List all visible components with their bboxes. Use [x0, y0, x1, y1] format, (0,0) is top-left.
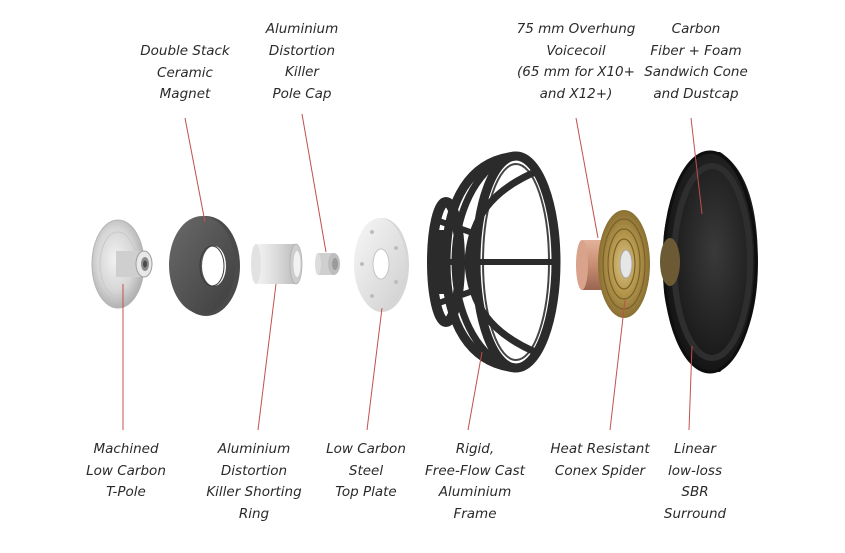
- leader-line-cone: [690, 117, 703, 215]
- label-top-plate-line-1: Low Carbon: [326, 441, 406, 457]
- label-spider-line-2: Conex Spider: [554, 462, 646, 479]
- label-top-plate-line-3: Top Plate: [335, 484, 397, 500]
- label-frame: Rigid, Free-Flow Cast Aluminium Frame: [425, 439, 525, 525]
- label-cone-line-1: Carbon: [671, 21, 721, 37]
- label-surround-line-4: Surround: [663, 505, 727, 522]
- label-pole-cap: Aluminium Distortion Killer Pole Cap: [266, 19, 338, 105]
- label-voicecoil: 75 mm Overhung Voicecoil (65 mm for X10+…: [517, 19, 636, 105]
- label-cone-line-4: and Dustcap: [653, 85, 739, 102]
- label-frame-line-4: Frame: [453, 505, 497, 522]
- label-cone-line-3: Sandwich Cone: [644, 64, 748, 80]
- label-surround-line-3: SBR: [681, 484, 709, 500]
- label-pole-cap-line-3: Killer: [285, 64, 319, 80]
- label-cone-line-2: Fiber + Foam: [650, 42, 742, 59]
- label-t-pole-line-2: Low Carbon: [86, 462, 166, 479]
- label-magnet-line-1: Double Stack: [140, 43, 230, 59]
- leader-line-surround: [688, 345, 693, 431]
- cone-part: [660, 150, 758, 374]
- label-voicecoil-line-2: Voicecoil: [546, 42, 606, 59]
- label-shorting-ring-line-2: Distortion: [220, 462, 288, 479]
- label-voicecoil-line-1: 75 mm Overhung: [516, 21, 636, 37]
- basket-frame-part: [427, 151, 561, 373]
- label-frame-line-1: Rigid,: [455, 441, 495, 457]
- label-pole-cap-line-4: Pole Cap: [272, 85, 332, 102]
- label-shorting-ring-line-4: Ring: [238, 505, 270, 522]
- label-t-pole-line-1: Machined: [93, 441, 159, 457]
- label-frame-line-2: Free-Flow Cast: [425, 462, 525, 479]
- label-top-plate: Low Carbon Steel Top Plate: [326, 439, 406, 504]
- top-plate-part: [354, 218, 409, 312]
- label-cone: Carbon Fiber + Foam Sandwich Cone and Du…: [644, 19, 748, 105]
- label-surround-line-2: low-loss: [667, 462, 722, 479]
- label-voicecoil-line-3: (65 mm for X10+: [517, 64, 635, 80]
- leader-line-shorting-ring: [257, 283, 277, 431]
- shorting-ring-part: [251, 243, 303, 285]
- label-magnet: Double Stack Ceramic Magnet: [140, 41, 230, 106]
- label-magnet-line-3: Magnet: [159, 86, 211, 102]
- leader-line-top-plate: [366, 307, 383, 431]
- label-t-pole: Machined Low Carbon T-Pole: [86, 439, 166, 504]
- t-pole-part: [91, 219, 153, 309]
- label-surround: Linear low-loss SBR Surround: [664, 439, 726, 525]
- label-voicecoil-line-4: and X12+): [539, 85, 613, 102]
- label-t-pole-line-3: T-Pole: [106, 484, 146, 500]
- spider-part: [598, 210, 650, 318]
- label-magnet-line-2: Ceramic: [157, 64, 213, 81]
- label-top-plate-line-2: Steel: [348, 462, 384, 479]
- label-shorting-ring-line-3: Killer Shorting: [206, 484, 302, 500]
- label-surround-line-1: Linear: [674, 441, 716, 457]
- label-spider-line-1: Heat Resistant: [550, 441, 650, 457]
- label-shorting-ring: Aluminium Distortion Killer Shorting Rin…: [206, 439, 301, 525]
- label-frame-line-3: Aluminium: [438, 484, 512, 500]
- leader-line-spider: [609, 299, 626, 431]
- leader-line-voicecoil: [575, 117, 599, 239]
- label-pole-cap-line-2: Distortion: [268, 42, 336, 59]
- leader-line-pole-cap: [301, 113, 327, 253]
- label-shorting-ring-line-1: Aluminium: [217, 441, 291, 457]
- leader-line-frame: [467, 351, 483, 431]
- label-pole-cap-line-1: Aluminium: [265, 21, 339, 37]
- label-spider: Heat Resistant Conex Spider: [550, 439, 649, 482]
- leader-line-magnet: [184, 117, 206, 223]
- pole-cap-part: [315, 253, 340, 275]
- magnet-ring-part: [169, 216, 240, 316]
